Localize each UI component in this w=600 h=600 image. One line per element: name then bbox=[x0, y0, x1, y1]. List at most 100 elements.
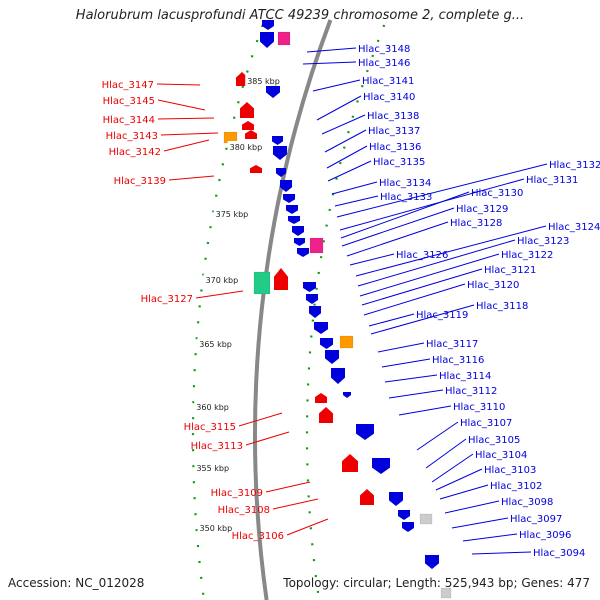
gene-label-hlac-3109: Hlac_3109 bbox=[211, 488, 263, 499]
reverse-gene-arrow bbox=[319, 407, 333, 423]
ruler-tick-label: 380 kbp bbox=[230, 143, 263, 152]
ruler-tick-bg bbox=[197, 522, 238, 533]
forward-gene-arrow bbox=[314, 322, 328, 334]
forward-gene-arrow bbox=[272, 136, 283, 145]
label-leader-line bbox=[381, 358, 431, 368]
label-leader-line bbox=[377, 342, 425, 353]
gene-label-hlac-3098: Hlac_3098 bbox=[501, 497, 553, 508]
gene-label-hlac-3104: Hlac_3104 bbox=[475, 450, 527, 461]
label-leader-line bbox=[368, 313, 415, 327]
forward-gene-arrow bbox=[389, 492, 403, 506]
gene-label-hlac-3122: Hlac_3122 bbox=[501, 250, 553, 261]
gene-label-hlac-3127: Hlac_3127 bbox=[141, 294, 193, 305]
forward-gene-arrow bbox=[266, 84, 280, 98]
ruler-tick-bg bbox=[227, 141, 269, 152]
forward-gene-arrow bbox=[372, 458, 390, 474]
forward-gene-arrow bbox=[283, 194, 295, 203]
label-leader-line bbox=[462, 533, 518, 542]
forward-gene-arrow bbox=[309, 306, 321, 318]
features-layer bbox=[223, 20, 452, 599]
ruler-tick-bg bbox=[194, 462, 235, 473]
label-leader-line bbox=[339, 178, 525, 231]
gene-label-hlac-3124: Hlac_3124 bbox=[548, 222, 600, 233]
gene-label-hlac-3119: Hlac_3119 bbox=[416, 310, 468, 321]
label-leader-line bbox=[160, 132, 219, 136]
forward-gene-arrow bbox=[262, 20, 274, 30]
gene-label-hlac-3123: Hlac_3123 bbox=[517, 236, 569, 247]
label-leader-line bbox=[384, 374, 438, 383]
label-leader-line bbox=[398, 405, 452, 416]
gene-label-hlac-3137: Hlac_3137 bbox=[368, 126, 420, 137]
forward-gene-arrow bbox=[297, 248, 309, 257]
gene-label-hlac-3114: Hlac_3114 bbox=[439, 371, 491, 382]
gene-label-hlac-3108: Hlac_3108 bbox=[218, 505, 270, 516]
reverse-gene-arrow bbox=[315, 393, 327, 403]
gene-label-hlac-3097: Hlac_3097 bbox=[510, 514, 562, 525]
label-leader-line bbox=[302, 61, 357, 65]
label-leader-line bbox=[341, 207, 455, 247]
chromosome-backbone bbox=[253, 19, 333, 600]
label-leader-line bbox=[357, 239, 516, 287]
label-leader-line bbox=[346, 221, 449, 257]
map-title: Halorubrum lacusprofundi ATCC 49239 chro… bbox=[75, 8, 525, 23]
gene-label-hlac-3133: Hlac_3133 bbox=[380, 192, 432, 203]
gene-label-hlac-3126: Hlac_3126 bbox=[396, 250, 448, 261]
gene-label-hlac-3130: Hlac_3130 bbox=[471, 188, 523, 199]
forward-gene-arrow bbox=[303, 282, 316, 292]
gene-label-hlac-3117: Hlac_3117 bbox=[426, 339, 478, 350]
gene-label-hlac-3147: Hlac_3147 bbox=[102, 80, 154, 91]
label-leader-line bbox=[444, 500, 500, 514]
label-leader-line bbox=[238, 412, 283, 427]
ruler-tick-label: 360 kbp bbox=[196, 403, 229, 412]
reverse-gene-arrow bbox=[342, 454, 358, 472]
label-leader-line bbox=[316, 95, 362, 121]
label-leader-line bbox=[471, 551, 532, 555]
gene-label-hlac-3129: Hlac_3129 bbox=[456, 204, 508, 215]
gene-label-hlac-3106: Hlac_3106 bbox=[232, 531, 284, 542]
gene-label-hlac-3112: Hlac_3112 bbox=[445, 386, 497, 397]
label-leader-line bbox=[312, 79, 361, 92]
reverse-gene-arrow bbox=[274, 268, 288, 290]
label-leader-line bbox=[331, 181, 378, 195]
label-leader-line bbox=[340, 191, 470, 239]
forward-gene-arrow bbox=[402, 522, 414, 532]
reverse-gene-arrow bbox=[360, 489, 374, 505]
forward-gene-arrow bbox=[292, 226, 304, 236]
forward-gene-arrow bbox=[260, 32, 274, 48]
gene-label-hlac-3103: Hlac_3103 bbox=[484, 465, 536, 476]
label-leader-line bbox=[336, 163, 548, 218]
gene-label-hlac-3120: Hlac_3120 bbox=[467, 280, 519, 291]
gene-label-hlac-3135: Hlac_3135 bbox=[373, 157, 425, 168]
gene-label-hlac-3144: Hlac_3144 bbox=[103, 115, 155, 126]
gene-label-hlac-3146: Hlac_3146 bbox=[358, 58, 410, 69]
forward-gene-arrow bbox=[356, 424, 374, 440]
ruler-tick-bg bbox=[203, 274, 244, 285]
label-leader-line bbox=[156, 83, 201, 86]
grey-gene-box bbox=[419, 513, 433, 525]
reverse-gene-arrow bbox=[242, 121, 254, 130]
gene-label-hlac-3121: Hlac_3121 bbox=[484, 265, 536, 276]
label-lines-layer bbox=[156, 47, 548, 555]
label-leader-line bbox=[157, 117, 215, 120]
label-leader-line bbox=[439, 484, 489, 500]
label-leader-line bbox=[349, 253, 395, 266]
label-leader-line bbox=[327, 160, 372, 182]
label-leader-line bbox=[435, 468, 483, 491]
gene-label-hlac-3094: Hlac_3094 bbox=[533, 548, 585, 559]
gene-label-hlac-3107: Hlac_3107 bbox=[460, 418, 512, 429]
gene-label-hlac-3145: Hlac_3145 bbox=[103, 96, 155, 107]
gene-label-hlac-3131: Hlac_3131 bbox=[526, 175, 578, 186]
ruler-tick-label: 350 kbp bbox=[200, 524, 233, 533]
forward-gene-arrow bbox=[294, 238, 305, 246]
reverse-gene-arrow bbox=[240, 102, 254, 118]
label-leader-line bbox=[326, 145, 368, 169]
gene-label-hlac-3116: Hlac_3116 bbox=[432, 355, 484, 366]
forward-gene-arrow bbox=[306, 294, 318, 304]
ruler-tick-bg bbox=[245, 75, 286, 86]
label-leader-line bbox=[359, 253, 500, 297]
forward-gene-arrow bbox=[325, 350, 339, 364]
label-leader-line bbox=[286, 518, 329, 536]
gene-label-hlac-3140: Hlac_3140 bbox=[363, 92, 415, 103]
